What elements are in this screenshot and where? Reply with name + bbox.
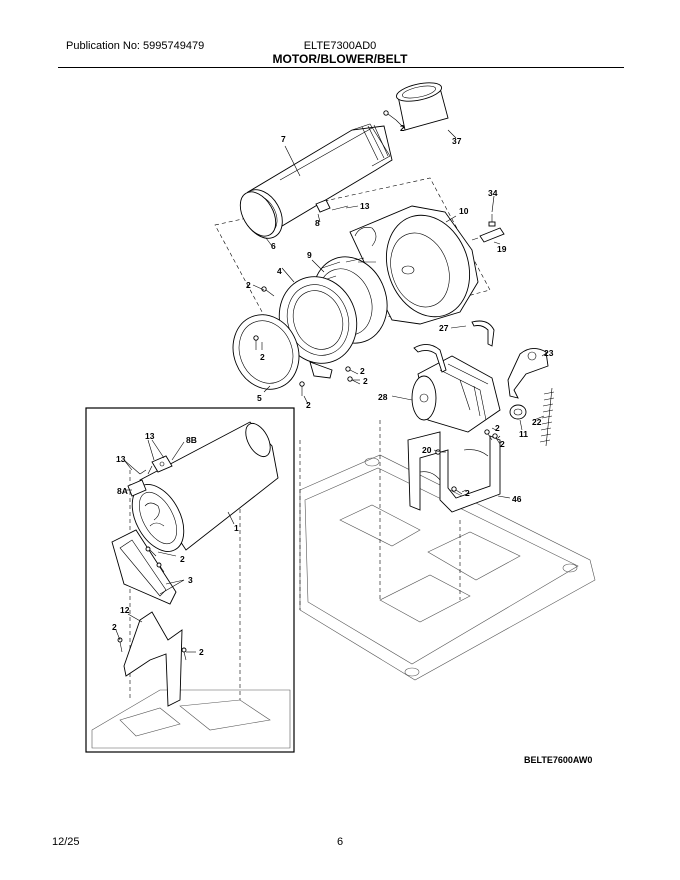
callout-34: 34	[488, 188, 498, 198]
callout-11: 11	[519, 429, 528, 439]
part-5-seal	[232, 314, 300, 390]
part-8b-thermostat	[151, 455, 173, 473]
callout-28: 28	[378, 392, 388, 402]
callout-6: 6	[271, 241, 276, 251]
callout-2i: 2	[465, 488, 470, 498]
footer-date: 12/25	[52, 836, 80, 848]
callout-46: 46	[512, 494, 522, 504]
callout-22: 22	[532, 417, 542, 427]
part-27-motor-strap	[413, 320, 495, 373]
callout-13b: 13	[145, 431, 155, 441]
callout-5: 5	[257, 393, 262, 403]
part-8a-thermostat	[127, 479, 147, 497]
part-13-screw	[331, 205, 349, 211]
cabinet-base-outline	[299, 420, 596, 681]
screws-part-2	[253, 110, 501, 495]
part-6-seal-ring	[239, 191, 277, 237]
callout-8b: 8B	[186, 435, 197, 445]
part-12-heater-bracket	[123, 611, 183, 707]
callout-10: 10	[459, 206, 469, 216]
part-46-motor-mount	[407, 431, 501, 513]
header-rule	[58, 67, 624, 68]
callout-8a: 8A	[117, 486, 128, 496]
callout-2d: 2	[363, 376, 368, 386]
inset-heater-detail	[85, 407, 295, 753]
model-number: ELTE7300AD0	[303, 40, 377, 52]
callout-27: 27	[439, 323, 449, 333]
callout-labels: 7 2 37 8 13 10 34 6 9 19 4 2 27 23 2 2 2…	[112, 123, 554, 657]
part-37-duct-ring	[395, 82, 449, 131]
blower-assembly-box	[214, 177, 491, 346]
callout-20: 20	[422, 445, 432, 455]
leader-lines	[115, 119, 549, 653]
drawing-code: BELTE7600AW0	[524, 755, 592, 765]
callout-2g: 2	[495, 423, 500, 433]
callout-2l: 2	[199, 647, 204, 657]
callout-37: 37	[452, 136, 462, 146]
part-11-idler-pulley	[509, 404, 527, 420]
callout-19: 19	[497, 244, 507, 254]
part-4-front-plate	[278, 276, 358, 379]
callout-2: 2	[400, 123, 405, 133]
callout-2k: 2	[112, 622, 117, 632]
callout-2b: 2	[246, 280, 251, 290]
callout-9: 9	[307, 250, 312, 260]
callout-2e: 2	[360, 366, 365, 376]
part-28-motor	[411, 355, 501, 433]
callout-2h: 2	[500, 439, 505, 449]
part-22-spring	[539, 387, 555, 447]
page-number: 6	[336, 836, 344, 848]
publication-number: Publication No: 5995749479	[66, 40, 205, 52]
callout-2j: 2	[180, 554, 185, 564]
callout-13: 13	[360, 201, 370, 211]
part-23-idler-arm	[507, 348, 549, 399]
part-3-heater-plate	[111, 529, 177, 605]
callout-23: 23	[544, 348, 554, 358]
part-8-thermistor	[315, 199, 331, 213]
callout-2f: 2	[306, 400, 311, 410]
callout-13c: 13	[116, 454, 126, 464]
callout-12: 12	[120, 605, 130, 615]
callout-1: 1	[234, 523, 239, 533]
part-34-screw	[488, 214, 496, 227]
callout-2c: 2	[260, 352, 265, 362]
callout-7: 7	[281, 134, 286, 144]
part-19-thermal-switch	[471, 227, 505, 243]
part-1-heater-duct	[131, 421, 279, 552]
callout-4: 4	[277, 266, 282, 276]
section-title: MOTOR/BLOWER/BELT	[272, 52, 408, 66]
callout-8: 8	[315, 218, 320, 228]
callout-3: 3	[188, 575, 193, 585]
